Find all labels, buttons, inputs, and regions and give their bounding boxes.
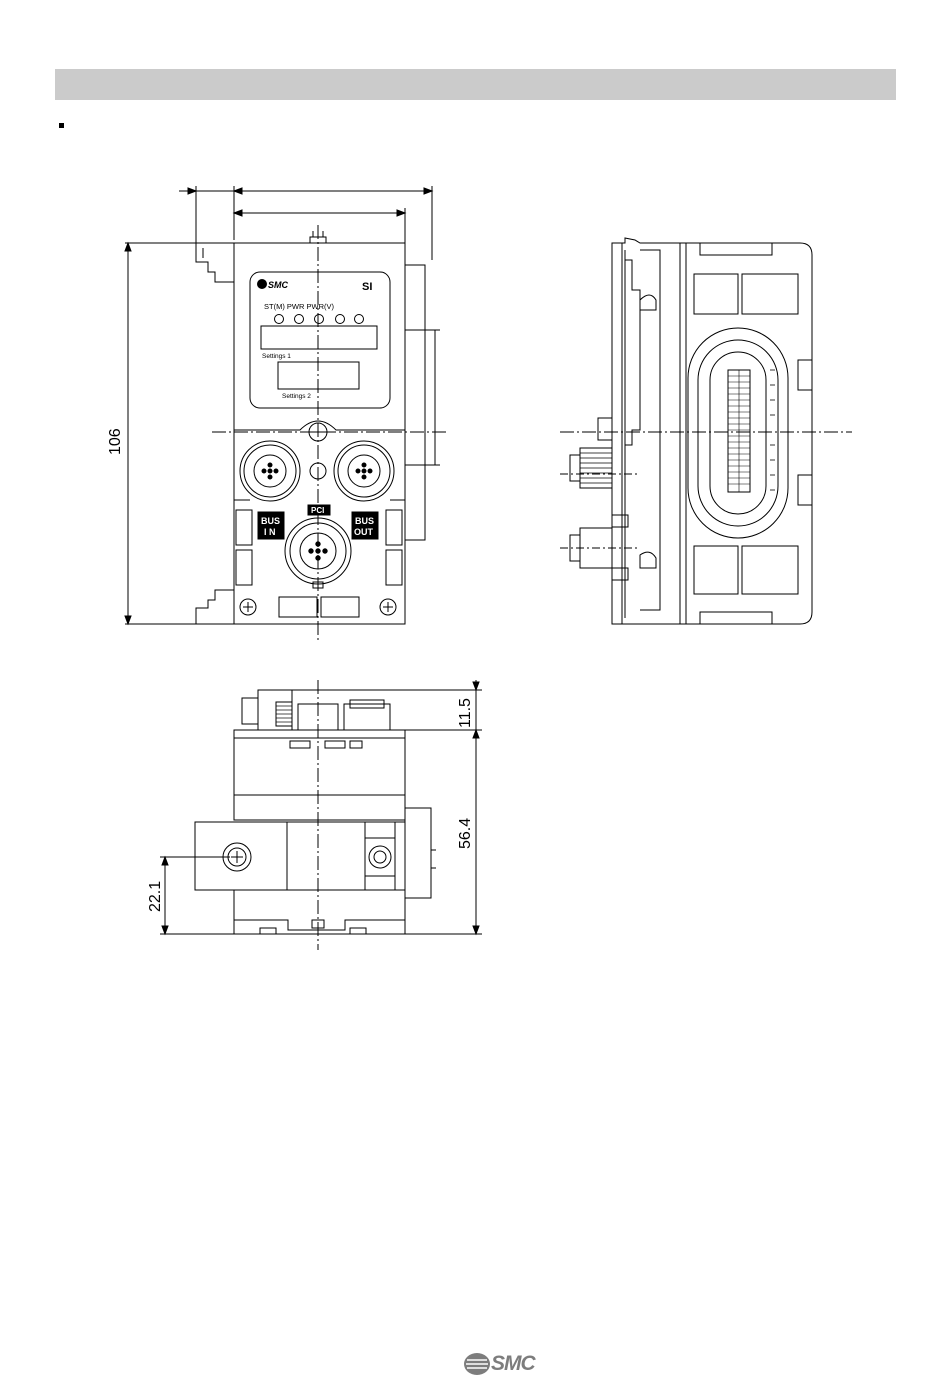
bus-in-label-line2: I N [264, 527, 276, 537]
dim-mount-height: 22.1 [147, 881, 164, 912]
pci-label: PCI [311, 506, 324, 515]
settings-2-label: Settings 2 [282, 393, 311, 400]
dim-height: 106 [107, 428, 124, 455]
led-labels: ST(M) PWR PWR(V) [264, 302, 334, 311]
bus-out-label-line2: OUT [354, 527, 374, 537]
front-logo: SMC [268, 280, 289, 290]
footer-smc-logo: SMC [463, 1350, 549, 1378]
front-view [125, 186, 447, 640]
side-view [560, 238, 852, 624]
dim-top-protrusion: 11.5 [457, 698, 474, 728]
footer-logo-text: SMC [491, 1352, 535, 1376]
bus-in-label-line1: BUS [261, 516, 280, 526]
front-model: SI [362, 281, 372, 293]
bottom-view [160, 680, 482, 950]
settings-1-label: Settings 1 [262, 353, 291, 360]
smc-logo-icon [463, 1350, 491, 1378]
dim-depth: 56.4 [457, 818, 474, 849]
bus-out-label-line1: BUS [355, 516, 374, 526]
